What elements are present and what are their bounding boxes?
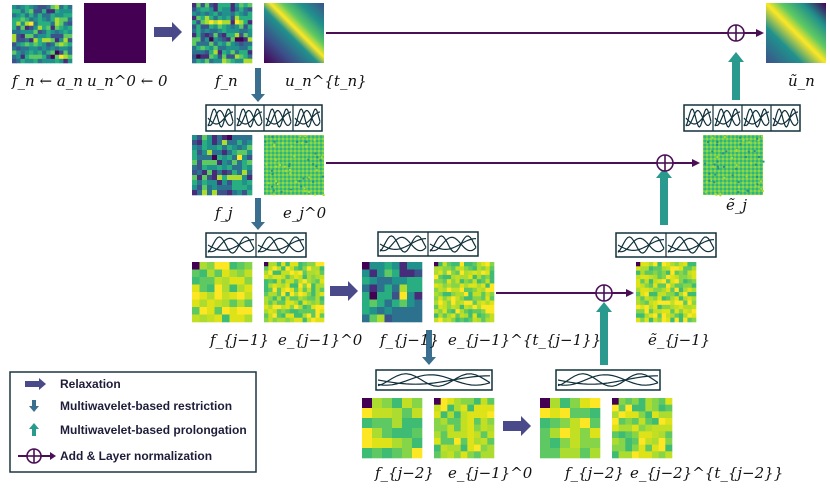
image-f-j1-a [192, 262, 253, 323]
label-u-out: ũ_n [788, 72, 815, 90]
restriction-arrow-icon [29, 400, 39, 412]
image-e-j-tilde [703, 135, 765, 197]
prolong-arrow-3 [596, 302, 612, 365]
image-e-j0 [264, 135, 325, 197]
legend-restriction: Multiwavelet-based restriction [60, 399, 232, 413]
label-fn-init: f_n ← a_n [11, 72, 83, 90]
label-ej-tilde: ẽ_j [726, 196, 747, 214]
image-u-zero [84, 3, 146, 63]
add-norm-line-1 [326, 24, 764, 42]
image-e-j2-t [612, 398, 673, 459]
legend-add-norm: Add & Layer normalization [60, 449, 212, 463]
prolong-arrow-1 [728, 52, 744, 100]
label-ej2-t: e_{j−2}^{t_{j−2}} [630, 464, 783, 482]
relax-arrow-1 [154, 22, 182, 42]
add-norm-line-2 [326, 154, 700, 172]
add-norm-line-3 [496, 284, 634, 302]
legend-relaxation: Relaxation [60, 377, 121, 391]
label-fj: f_j [214, 204, 233, 222]
image-a-n [12, 5, 73, 64]
wavelet-box-right-1 [683, 104, 801, 132]
label-fj2-b: f_{j−2} [564, 464, 624, 482]
restrict-arrow-2 [251, 198, 265, 230]
relax-arrow-2 [330, 281, 358, 301]
legend-prolongation: Multiwavelet-based prolongation [60, 423, 247, 437]
label-fn: f_n [214, 72, 238, 90]
label-fj1-a: f_{j−1} [209, 331, 269, 349]
image-u-tn [264, 3, 324, 63]
image-f-j2-b [540, 398, 601, 459]
prolong-arrow-2 [656, 168, 672, 225]
add-layer-norm-icon [18, 448, 56, 464]
label-fj2-a: f_{j−2} [374, 464, 434, 482]
relax-arrow-3 [503, 416, 531, 436]
label-fj1-b: f_{j−1} [379, 331, 439, 349]
label-ej1-0: e_{j−1}^0 [278, 331, 363, 349]
wavelet-box-left-2 [205, 232, 307, 258]
label-ej2-0: e_{j−1}^0 [448, 464, 533, 482]
image-f-j1-b [362, 262, 423, 323]
image-f-j [192, 135, 253, 196]
restrict-arrow-1 [251, 68, 265, 102]
restrict-arrow-3 [422, 330, 436, 365]
image-e-j1-0 [264, 262, 325, 323]
legend: Relaxation Multiwavelet-based restrictio… [9, 371, 257, 473]
label-ej1-tilde: ẽ_{j−1} [648, 331, 710, 349]
image-e-j1-tilde [636, 262, 697, 323]
image-e-j1-t [434, 262, 495, 323]
label-ej1-t: e_{j−1}^{t_{j−1}} [448, 331, 601, 349]
label-u-tn: u_n^{t_n} [285, 72, 367, 90]
label-u-init: u_n^0 ← 0 [87, 72, 168, 90]
wavelet-box-right-3 [555, 369, 661, 391]
prolongation-arrow-icon [29, 423, 39, 436]
image-e-j2-0 [434, 398, 495, 459]
relaxation-arrow-icon [25, 378, 46, 390]
wavelet-box-left-1 [205, 104, 323, 132]
label-ej0: e_j^0 [283, 204, 327, 222]
image-f-n [192, 3, 253, 64]
wavelet-box-mid-2 [377, 231, 479, 257]
image-f-j2-a [362, 398, 423, 459]
wavelet-box-left-3 [375, 369, 493, 391]
image-u-out [766, 3, 826, 63]
wavelet-box-right-2 [615, 232, 717, 258]
